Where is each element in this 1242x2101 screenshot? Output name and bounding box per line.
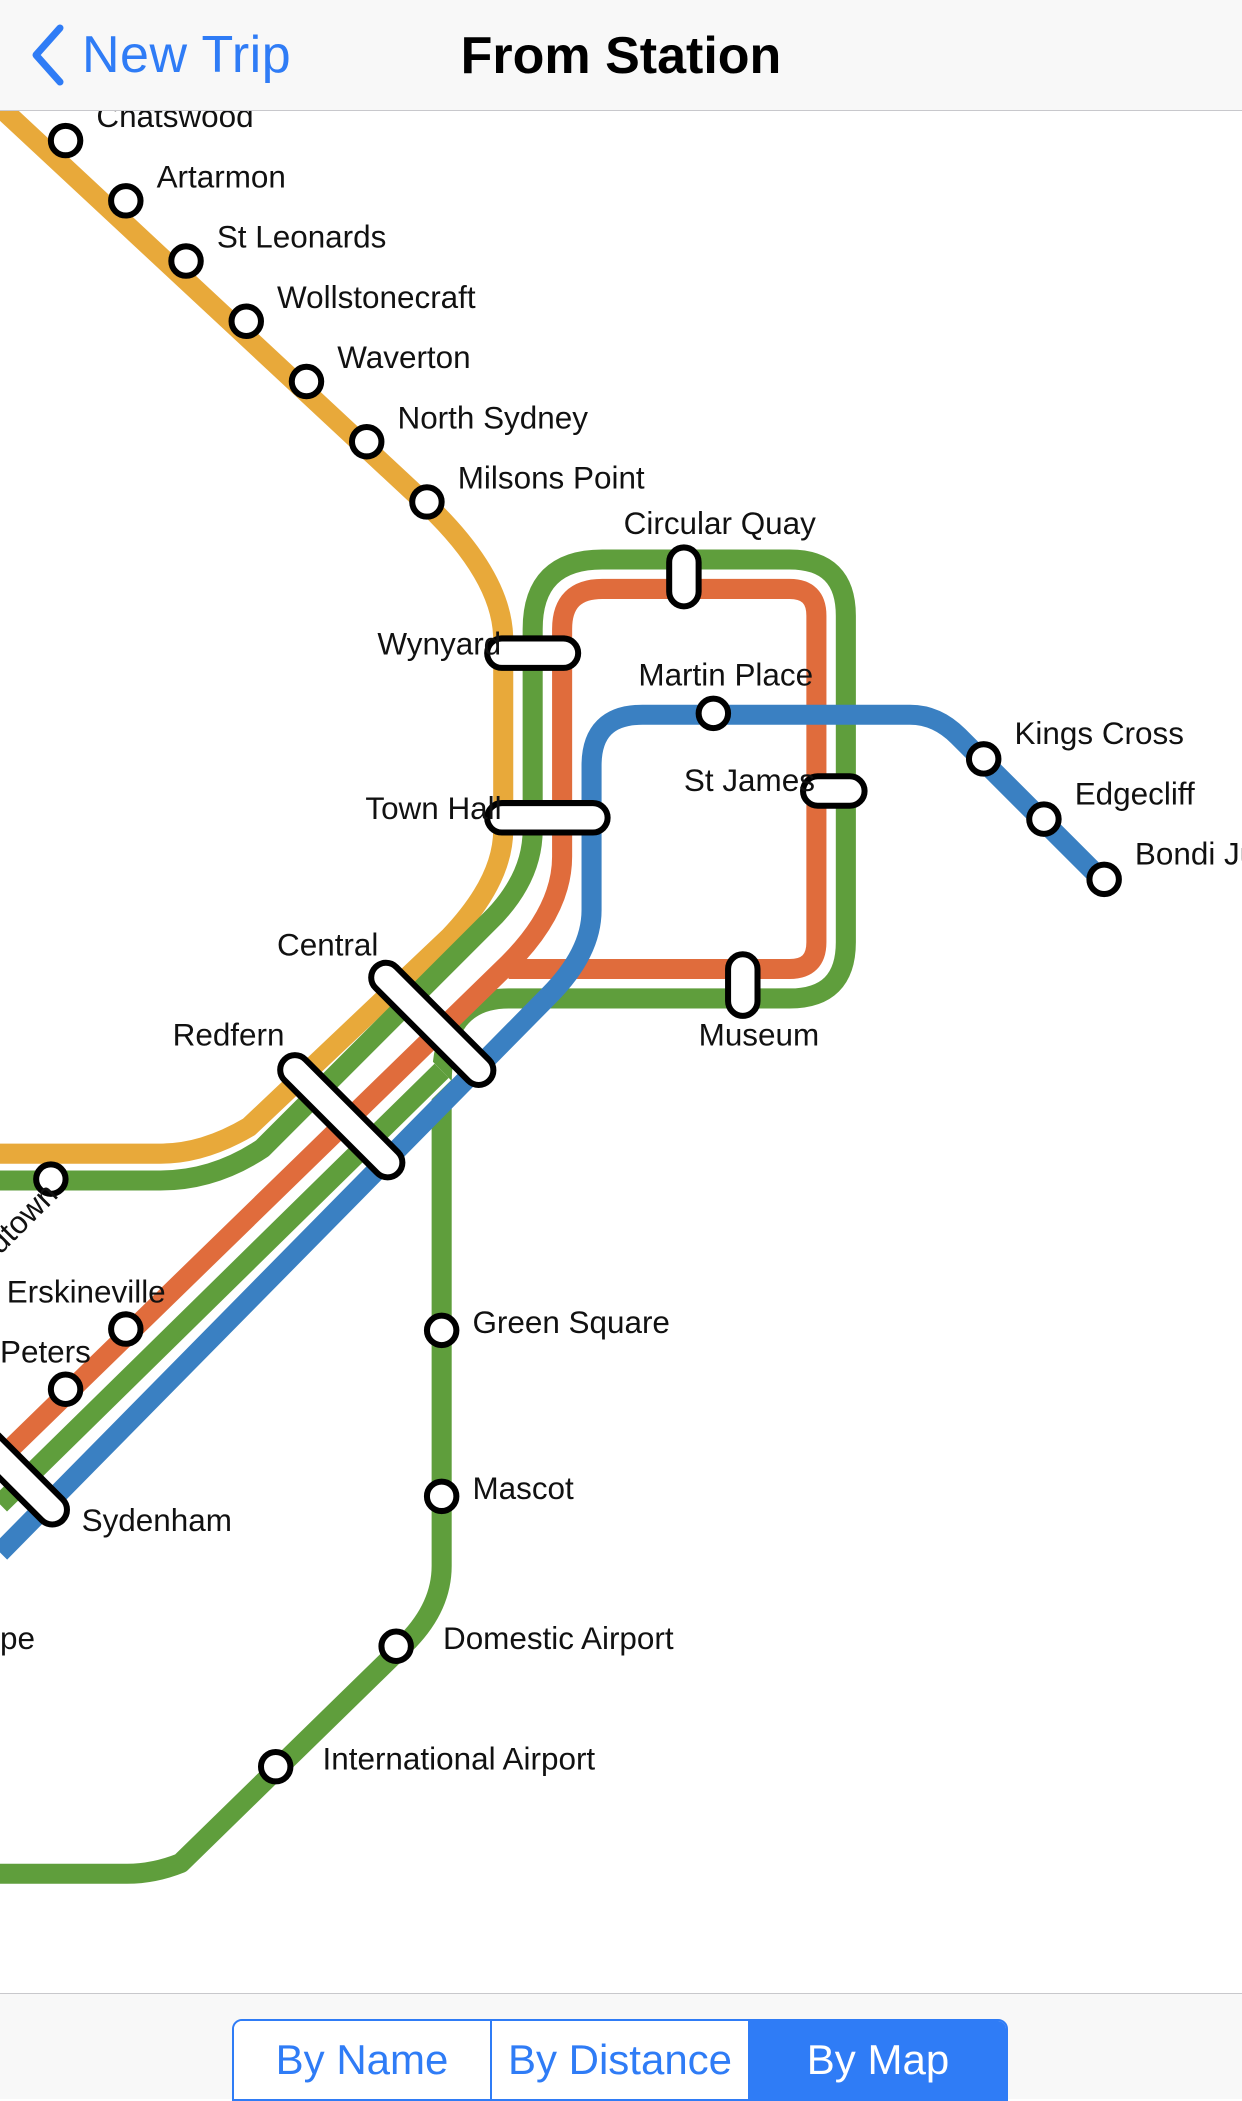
label-wollstonecraft: Wollstonecraft bbox=[277, 280, 476, 315]
label-north-sydney: North Sydney bbox=[397, 400, 588, 435]
label-edgecliff: Edgecliff bbox=[1075, 776, 1195, 811]
station-erskineville bbox=[108, 1311, 144, 1347]
label-bondi-junction: Bondi Jun bbox=[1135, 837, 1242, 872]
label-artarmon: Artarmon bbox=[157, 159, 286, 194]
navigation-bar: New Trip From Station bbox=[0, 0, 1242, 111]
station-artarmon bbox=[108, 183, 144, 219]
label-kings-cross: Kings Cross bbox=[1014, 716, 1183, 751]
station-sydenham bbox=[0, 1427, 70, 1528]
label-domestic-airport: Domestic Airport bbox=[443, 1621, 674, 1656]
label-circular-quay: Circular Quay bbox=[624, 506, 816, 541]
label-st-leonards: St Leonards bbox=[217, 220, 387, 255]
label-town-hall: Town Hall bbox=[365, 791, 501, 826]
segment-by-name[interactable]: By Name bbox=[234, 2021, 492, 2099]
label-wynyard: Wynyard bbox=[377, 627, 501, 662]
label-sydenham: Sydenham bbox=[82, 1503, 232, 1538]
label-waverton: Waverton bbox=[337, 340, 470, 375]
chevron-left-icon bbox=[32, 24, 64, 86]
label-milsons-point: Milsons Point bbox=[458, 461, 645, 496]
station-wollstonecraft bbox=[228, 303, 264, 339]
view-mode-segmented-control[interactable]: By Name By Distance By Map bbox=[232, 2019, 1008, 2101]
segment-by-distance[interactable]: By Distance bbox=[492, 2021, 750, 2099]
label-international-airport: International Airport bbox=[323, 1741, 596, 1776]
network-map-canvas: Chatswood Artarmon St Leonards Wollstone… bbox=[0, 111, 1242, 1888]
label-st-james: St James bbox=[684, 763, 815, 798]
page-title: From Station bbox=[460, 27, 782, 85]
station-st-peters bbox=[47, 1371, 84, 1408]
label-chatswood: Chatswood bbox=[96, 111, 253, 134]
segment-by-map[interactable]: By Map bbox=[750, 2021, 1006, 2099]
station-chatswood bbox=[47, 122, 84, 159]
label-mascot: Mascot bbox=[472, 1471, 574, 1506]
label-green-square: Green Square bbox=[472, 1305, 669, 1340]
label-tempe: pe bbox=[0, 1621, 35, 1656]
station-kings-cross bbox=[965, 741, 1002, 777]
station-st-leonards bbox=[168, 243, 204, 279]
red-line bbox=[0, 578, 827, 1467]
station-waverton bbox=[288, 363, 325, 400]
station-central bbox=[368, 959, 497, 1088]
station-green-square bbox=[423, 1312, 460, 1349]
station-bondi-junction bbox=[1086, 861, 1122, 898]
station-museum bbox=[725, 951, 761, 1019]
label-st-peters: Peters bbox=[0, 1335, 91, 1370]
station-international-airport bbox=[257, 1748, 294, 1785]
back-button-label: New Trip bbox=[82, 26, 292, 84]
station-st-james bbox=[800, 773, 868, 809]
orange-line bbox=[0, 111, 514, 1164]
station-domestic-airport bbox=[378, 1628, 414, 1664]
station-macdonaldtown bbox=[33, 1161, 69, 1197]
green-line bbox=[0, 549, 856, 1884]
label-redfern: Redfern bbox=[173, 1017, 285, 1052]
label-museum: Museum bbox=[699, 1017, 820, 1052]
station-town-hall bbox=[484, 800, 611, 836]
station-mascot bbox=[423, 1478, 460, 1515]
rail-network-map[interactable]: Chatswood Artarmon St Leonards Wollstone… bbox=[0, 111, 1242, 1993]
label-central: Central bbox=[277, 928, 378, 963]
label-martin-place: Martin Place bbox=[638, 657, 813, 692]
station-circular-quay bbox=[666, 544, 702, 610]
station-martin-place bbox=[695, 695, 732, 732]
label-erskineville: Erskineville bbox=[7, 1274, 166, 1309]
station-redfern bbox=[277, 1052, 406, 1181]
blue-line bbox=[0, 704, 1110, 1560]
station-edgecliff bbox=[1026, 801, 1062, 837]
station-wynyard bbox=[484, 635, 582, 671]
bottom-toolbar: By Name By Distance By Map bbox=[0, 1993, 1242, 2101]
back-button[interactable]: New Trip bbox=[28, 10, 291, 100]
station-north-sydney bbox=[348, 423, 385, 460]
station-milsons-point bbox=[409, 484, 445, 520]
